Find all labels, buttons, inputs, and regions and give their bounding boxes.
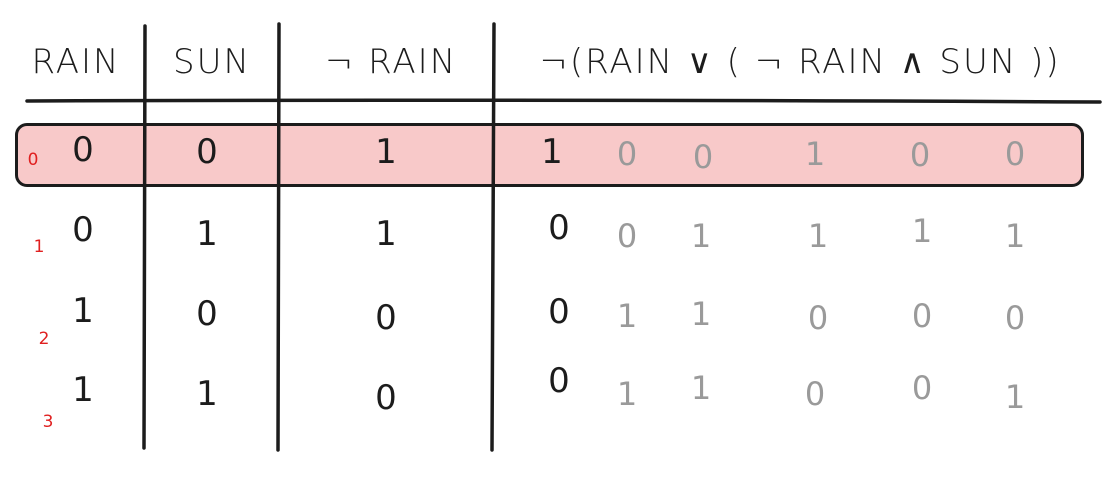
cell-rain: 0	[72, 210, 94, 250]
header-expression: ¬(RAIN ∨ ( ¬ RAIN ∧ SUN ))	[539, 42, 1061, 82]
cell-step: 1	[807, 217, 829, 255]
cell-result: 0	[548, 208, 570, 248]
cell-result: 1	[541, 132, 563, 172]
cell-rain: 1	[72, 291, 94, 331]
cell-step: 1	[616, 297, 638, 335]
cell-step: 1	[911, 212, 933, 250]
cell-not-rain: 1	[375, 214, 397, 254]
cell-result: 0	[548, 361, 570, 401]
cell-step: 0	[804, 375, 826, 413]
cell-sun: 0	[196, 294, 218, 334]
header-not-rain: ¬ RAIN	[324, 42, 458, 82]
cell-rain: 0	[72, 130, 94, 170]
header-sun: SUN	[173, 42, 251, 82]
column-divider-2	[276, 22, 281, 452]
cell-step: 0	[911, 297, 933, 335]
header-rain: RAIN	[31, 42, 121, 82]
row-index: 0	[27, 150, 39, 170]
cell-step: 0	[909, 136, 931, 174]
row-index: 1	[33, 237, 45, 257]
cell-step: 1	[616, 375, 638, 413]
cell-rain: 1	[72, 370, 94, 410]
column-divider-3	[490, 22, 496, 452]
header-underline	[25, 98, 1102, 104]
cell-step: 1	[690, 369, 712, 407]
cell-step: 0	[1004, 299, 1026, 337]
cell-step: 0	[692, 138, 714, 176]
cell-step: 1	[1004, 217, 1026, 255]
row-index: 3	[42, 412, 54, 432]
cell-step: 0	[911, 369, 933, 407]
cell-step: 0	[616, 135, 638, 173]
column-divider-1	[142, 24, 147, 450]
cell-step: 0	[807, 299, 829, 337]
cell-not-rain: 0	[375, 298, 397, 338]
cell-sun: 1	[196, 374, 218, 414]
row-index: 2	[38, 329, 50, 349]
cell-sun: 0	[196, 132, 218, 172]
cell-step: 1	[690, 217, 712, 255]
cell-sun: 1	[196, 214, 218, 254]
cell-step: 1	[804, 135, 826, 173]
cell-step: 0	[1004, 135, 1026, 173]
cell-not-rain: 1	[375, 132, 397, 172]
cell-step: 1	[1004, 378, 1026, 416]
cell-step: 0	[616, 217, 638, 255]
cell-result: 0	[548, 292, 570, 332]
cell-step: 1	[690, 295, 712, 333]
highlighted-row-0	[15, 123, 1084, 187]
cell-not-rain: 0	[375, 378, 397, 418]
